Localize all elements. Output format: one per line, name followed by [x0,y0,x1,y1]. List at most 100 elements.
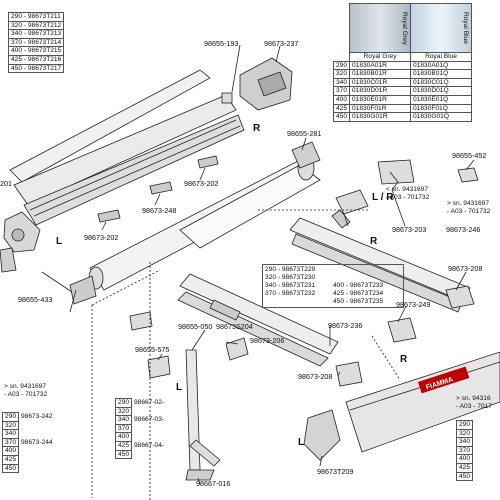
color-code-cell: 01830E01Q [410,94,473,105]
part-281 [291,141,321,169]
color-code-cell: 01830B01Q [410,69,473,79]
table-row: 425 - 98673T216 [7,54,65,65]
height-cell: 320 [1,420,20,431]
label-98673-208-center: 98673-208 [298,372,333,381]
label-98655-575: 98655-575 [135,345,170,354]
part-code: 340 - 98673T231 [265,282,316,289]
height-cell: 370 [332,86,351,96]
color-code-cell: 01830C01R [349,77,412,88]
color-code-cell: 01830C01Q [410,77,473,88]
serial-note-line: - A03 - 701732 [386,194,430,201]
fabric-cover [179,164,321,249]
table-row: 450 - 98673T217 [7,63,65,74]
table-row: 370 - 98673T214 [7,37,65,48]
table-row: 400 [114,432,167,442]
height-cell: 450 [332,112,351,122]
serial-note-line: > sn. 94316 [456,395,491,402]
swatch-royal-grey: Royal Grey [349,3,412,53]
height-cell: 425 [1,454,20,465]
table-row: 340 - 98673T213 [7,29,65,39]
part-code: 425 - 98673T234 [333,290,384,297]
color-code-cell: 01830E01R [349,94,412,105]
height-cell: 400 [1,446,20,456]
label-98673-202b: 98673-202 [84,233,119,242]
height-cell: 290 [455,420,474,430]
table-row: 370 [114,423,167,434]
center-arm [179,273,339,355]
table-row: 450 - 98673T235 [265,298,401,306]
height-cell: 400 [332,94,351,105]
height-cell: 370 [455,445,474,456]
part-code: 370 - 98673T232 [265,290,316,297]
table-row: 290 [455,420,474,430]
label-98673-246: 98673-246 [446,225,481,234]
label-98655-193: 98655-193 [204,39,239,48]
part-code [132,424,167,433]
table-row: 400 - 98673T215 [7,46,65,56]
height-cell: 320 [455,428,474,439]
label-98655-281: 98655-281 [287,129,322,138]
part-code: 98667-03- [134,416,165,424]
part-code [333,266,401,274]
table-row: 320 - 98673T212 [7,20,65,31]
part-code: 400 - 98673T215 [7,46,65,56]
part-code [19,447,56,456]
color-code-cell: 01830G01Q [410,112,473,122]
mount-plate-left [0,247,17,273]
part-code: 98673-244 [21,438,53,446]
header-royal-grey: Royal Grey [349,52,412,62]
part-code: 370 - 98673T214 [7,37,65,48]
serial-note-line: > sn. 9431697 [447,200,489,207]
table-row: 290 - 98673T229 [265,266,401,274]
label-98655-433: 98655-433 [18,295,53,304]
swatch-royal-blue: Royal Blue [410,3,473,53]
height-cell: 450 [455,471,474,482]
front-profile-rail [13,94,237,206]
part-code: 450 - 98673T217 [7,63,65,74]
part-code: 320 - 98673T212 [7,20,65,31]
table-row: 450 [1,463,56,474]
label-98673-237: 98673-237 [264,39,299,48]
label-98655-050: 98655-050 [178,322,213,331]
bracket-208-right [445,285,475,309]
label-201: 201 [0,179,12,188]
part-code: 425 - 98673T216 [7,54,65,65]
part-code: 290 - 98673T211 [7,12,65,22]
bracket-249 [387,317,417,343]
serial-note-center-right: > sn. 9431697 - A03 - 701732 [447,200,490,216]
table-row: 400 [455,454,474,464]
height-cell: 290 [114,398,133,408]
table-row: 370 - 98673T232 425 - 98673T234 [265,290,401,298]
height-cell: 370 [114,423,133,434]
table-row: 320 - 98673T230 [265,274,401,282]
header-royal-blue: Royal Blue [410,52,473,62]
label-98673-236: 98673-236 [328,321,363,330]
height-cell: 340 [114,415,133,425]
height-cell: 450 [1,463,20,474]
cap-T209 [303,409,341,461]
height-cell: 400 [114,432,133,442]
side-mark-L-leg: L [176,382,183,393]
side-mark-L: L [56,236,63,247]
label-98673-202a: 98673-202 [184,179,219,188]
part-code: 450 - 98673T235 [333,298,384,305]
clip-575 [147,355,171,379]
height-cell: 340 [1,429,20,439]
color-code-cell: 01830G01R [349,112,412,122]
color-code-cell: 01830A01R [349,60,412,71]
table-row: 320 [114,406,167,417]
label-98673-208-right: 98673-208 [448,264,483,273]
label-98655-452: 98655-452 [452,151,487,160]
part-code [132,450,167,459]
serial-note-line: < sn. 9431697 [386,186,428,193]
label-98673S204: 98673S204 [216,322,253,331]
serial-note-line: - A03 - 7017 [456,403,492,410]
